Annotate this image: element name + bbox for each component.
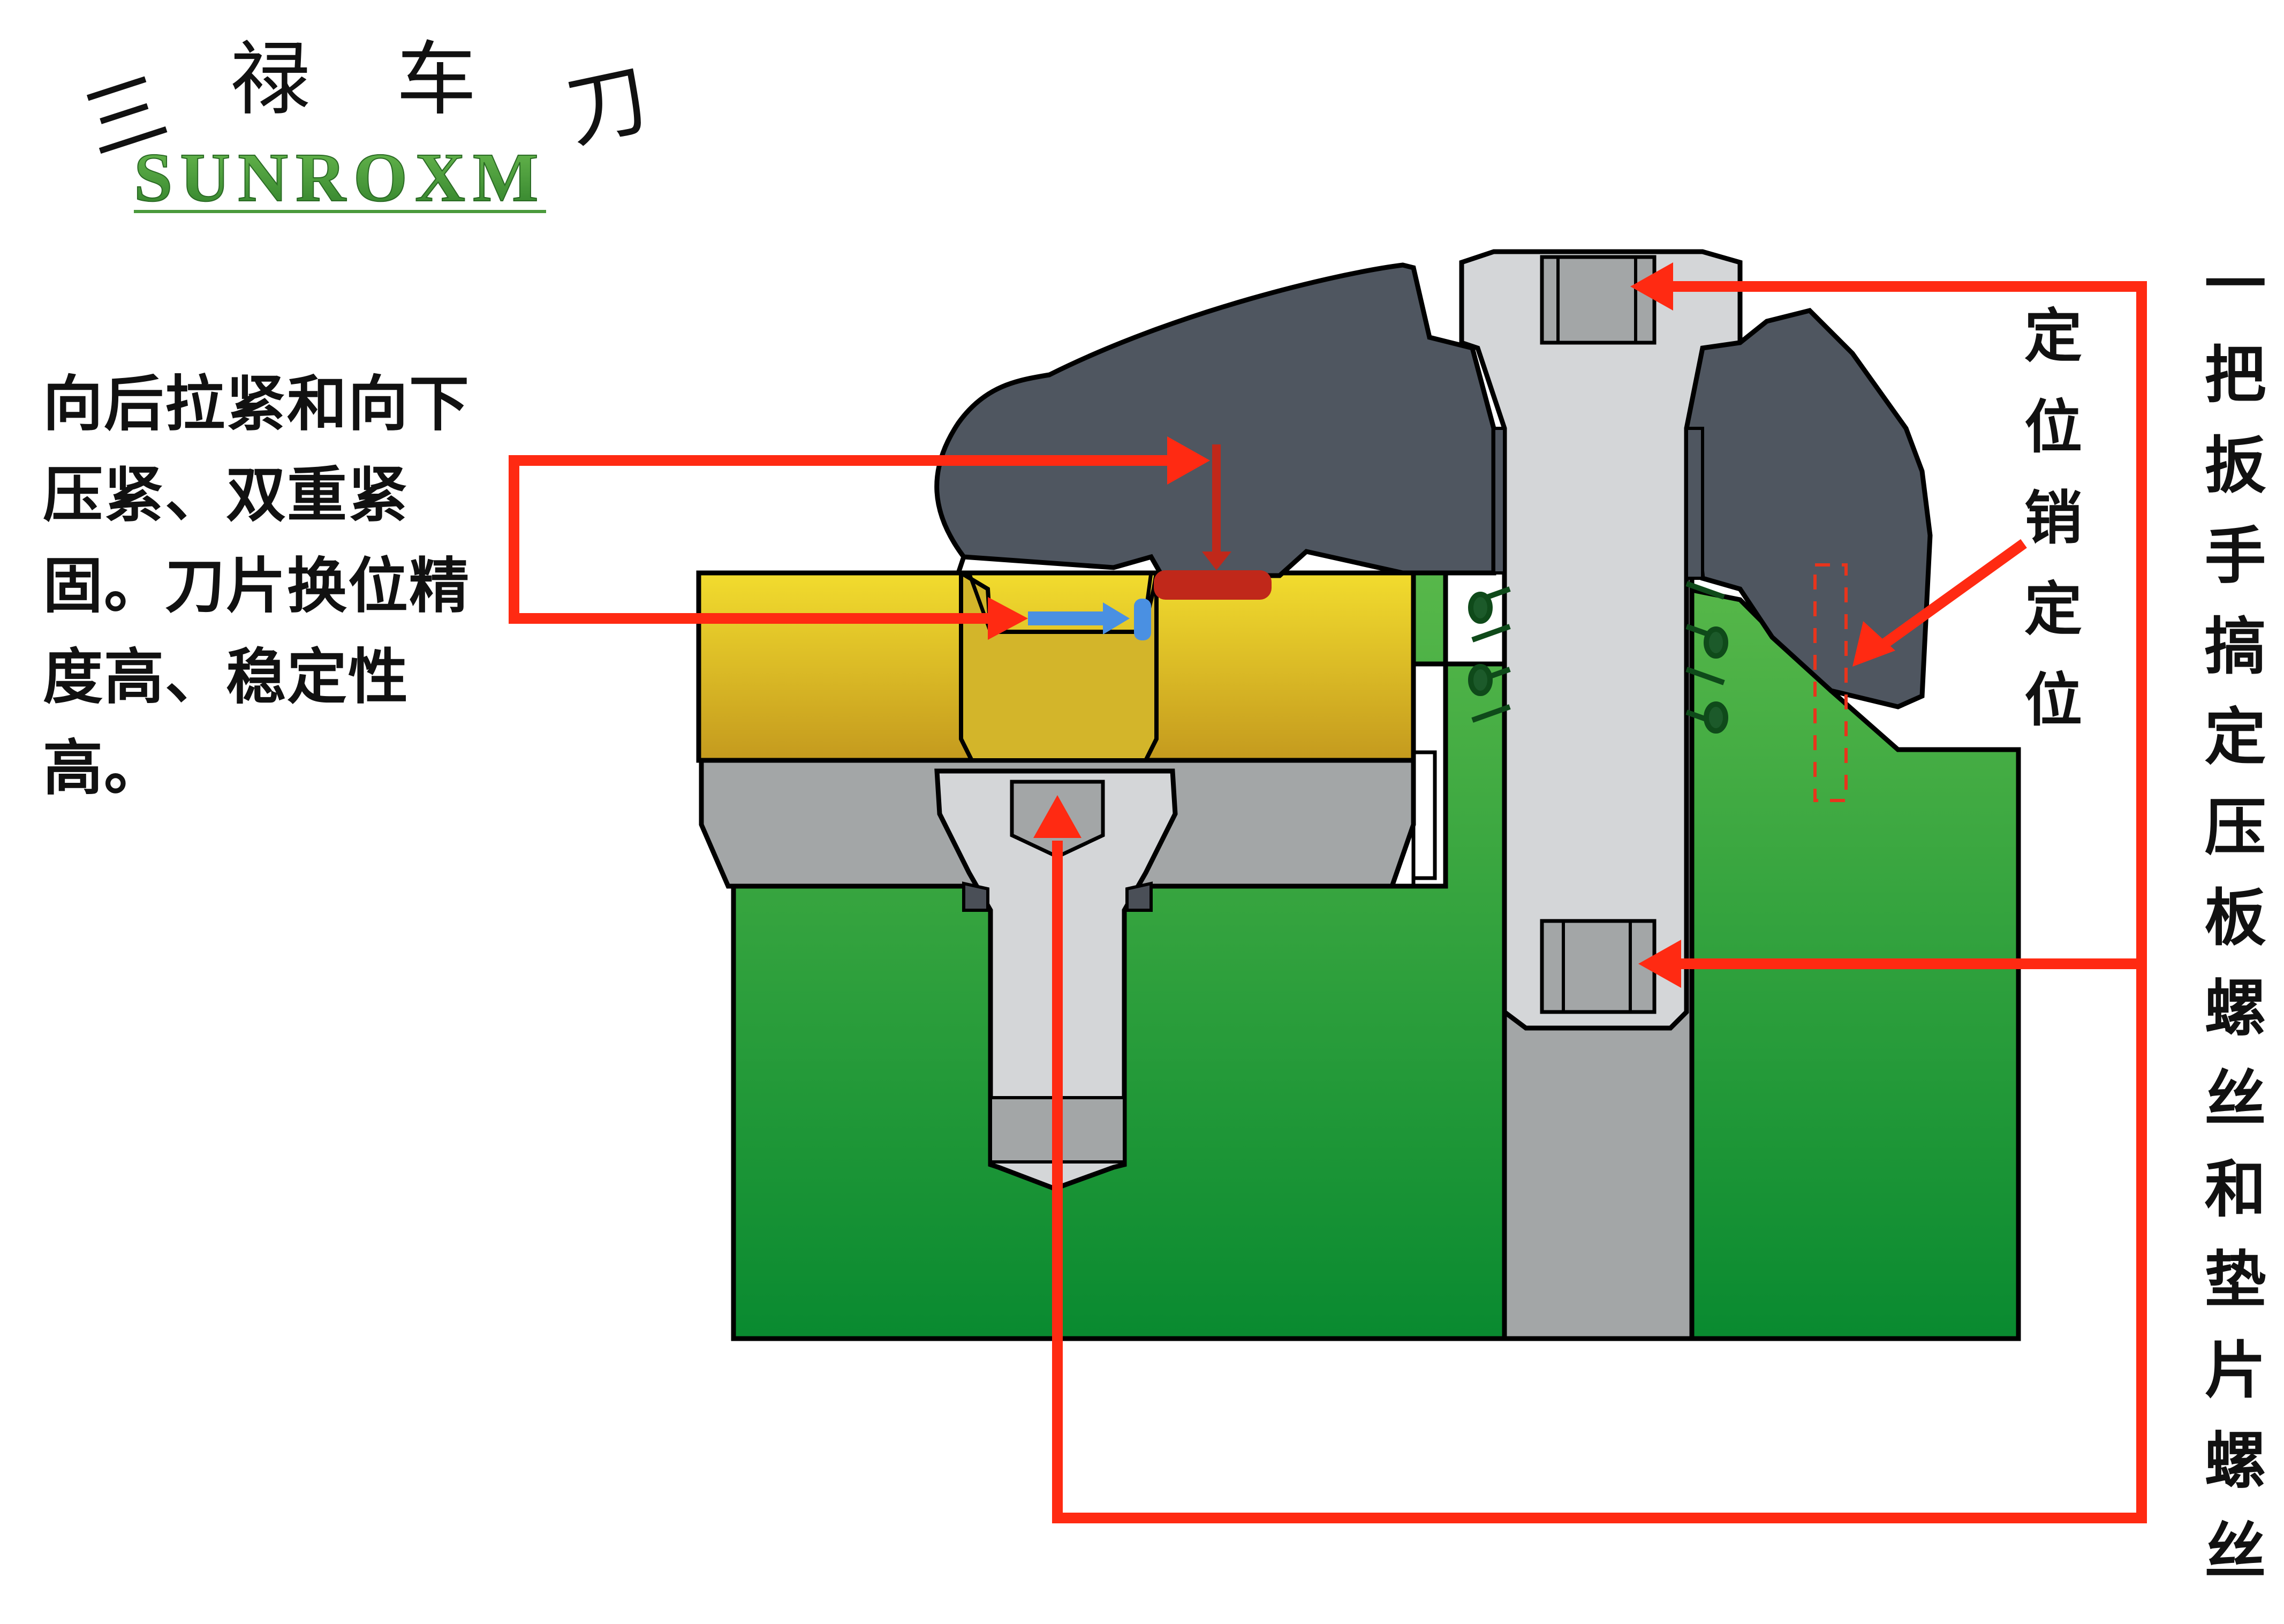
callout-arrows [509,281,2147,1523]
brand-char-4: 刀 [558,52,656,160]
wrench-arrow-loop [1052,281,2147,1523]
pin-arrow [1868,539,2027,658]
locating-pin [1813,563,1848,802]
clamp-plate [934,262,1933,709]
locating-pin-label-text: 定位销定位 [2015,305,2082,760]
locating-pin-label: 定位销定位 [2002,305,2083,760]
cutting-insert [696,569,1416,763]
brand-logo: 三 禄 车 刀 SUNROXM [73,33,656,217]
pull-back-contact [1134,599,1151,640]
brand-english: SUNROXM [134,139,546,216]
brand-char-2: 禄 [230,33,311,126]
down-force-pad [1154,570,1272,600]
callout-arrowheads [988,262,1895,988]
description-text: 向后拉紧和向下压紧、双重紧固。刀片换位精度高、稳定性高。 [43,369,470,803]
clamp-screw [1459,249,1743,1341]
brand-char-3: 车 [396,33,477,126]
springs [1468,581,1728,734]
clamp-plate-bridge [1492,427,1704,580]
brand-underline [134,210,546,213]
force-indicators [1028,444,1272,640]
desc-arrow-bracket [509,455,1194,624]
clamp-screw-lower-thread [1540,919,1657,1014]
wrench-label: 一把扳手搞定压板螺丝和垫片螺丝 [2187,252,2273,1609]
wrench-label-text: 一把扳手搞定压板螺丝和垫片螺丝 [2194,252,2266,1609]
